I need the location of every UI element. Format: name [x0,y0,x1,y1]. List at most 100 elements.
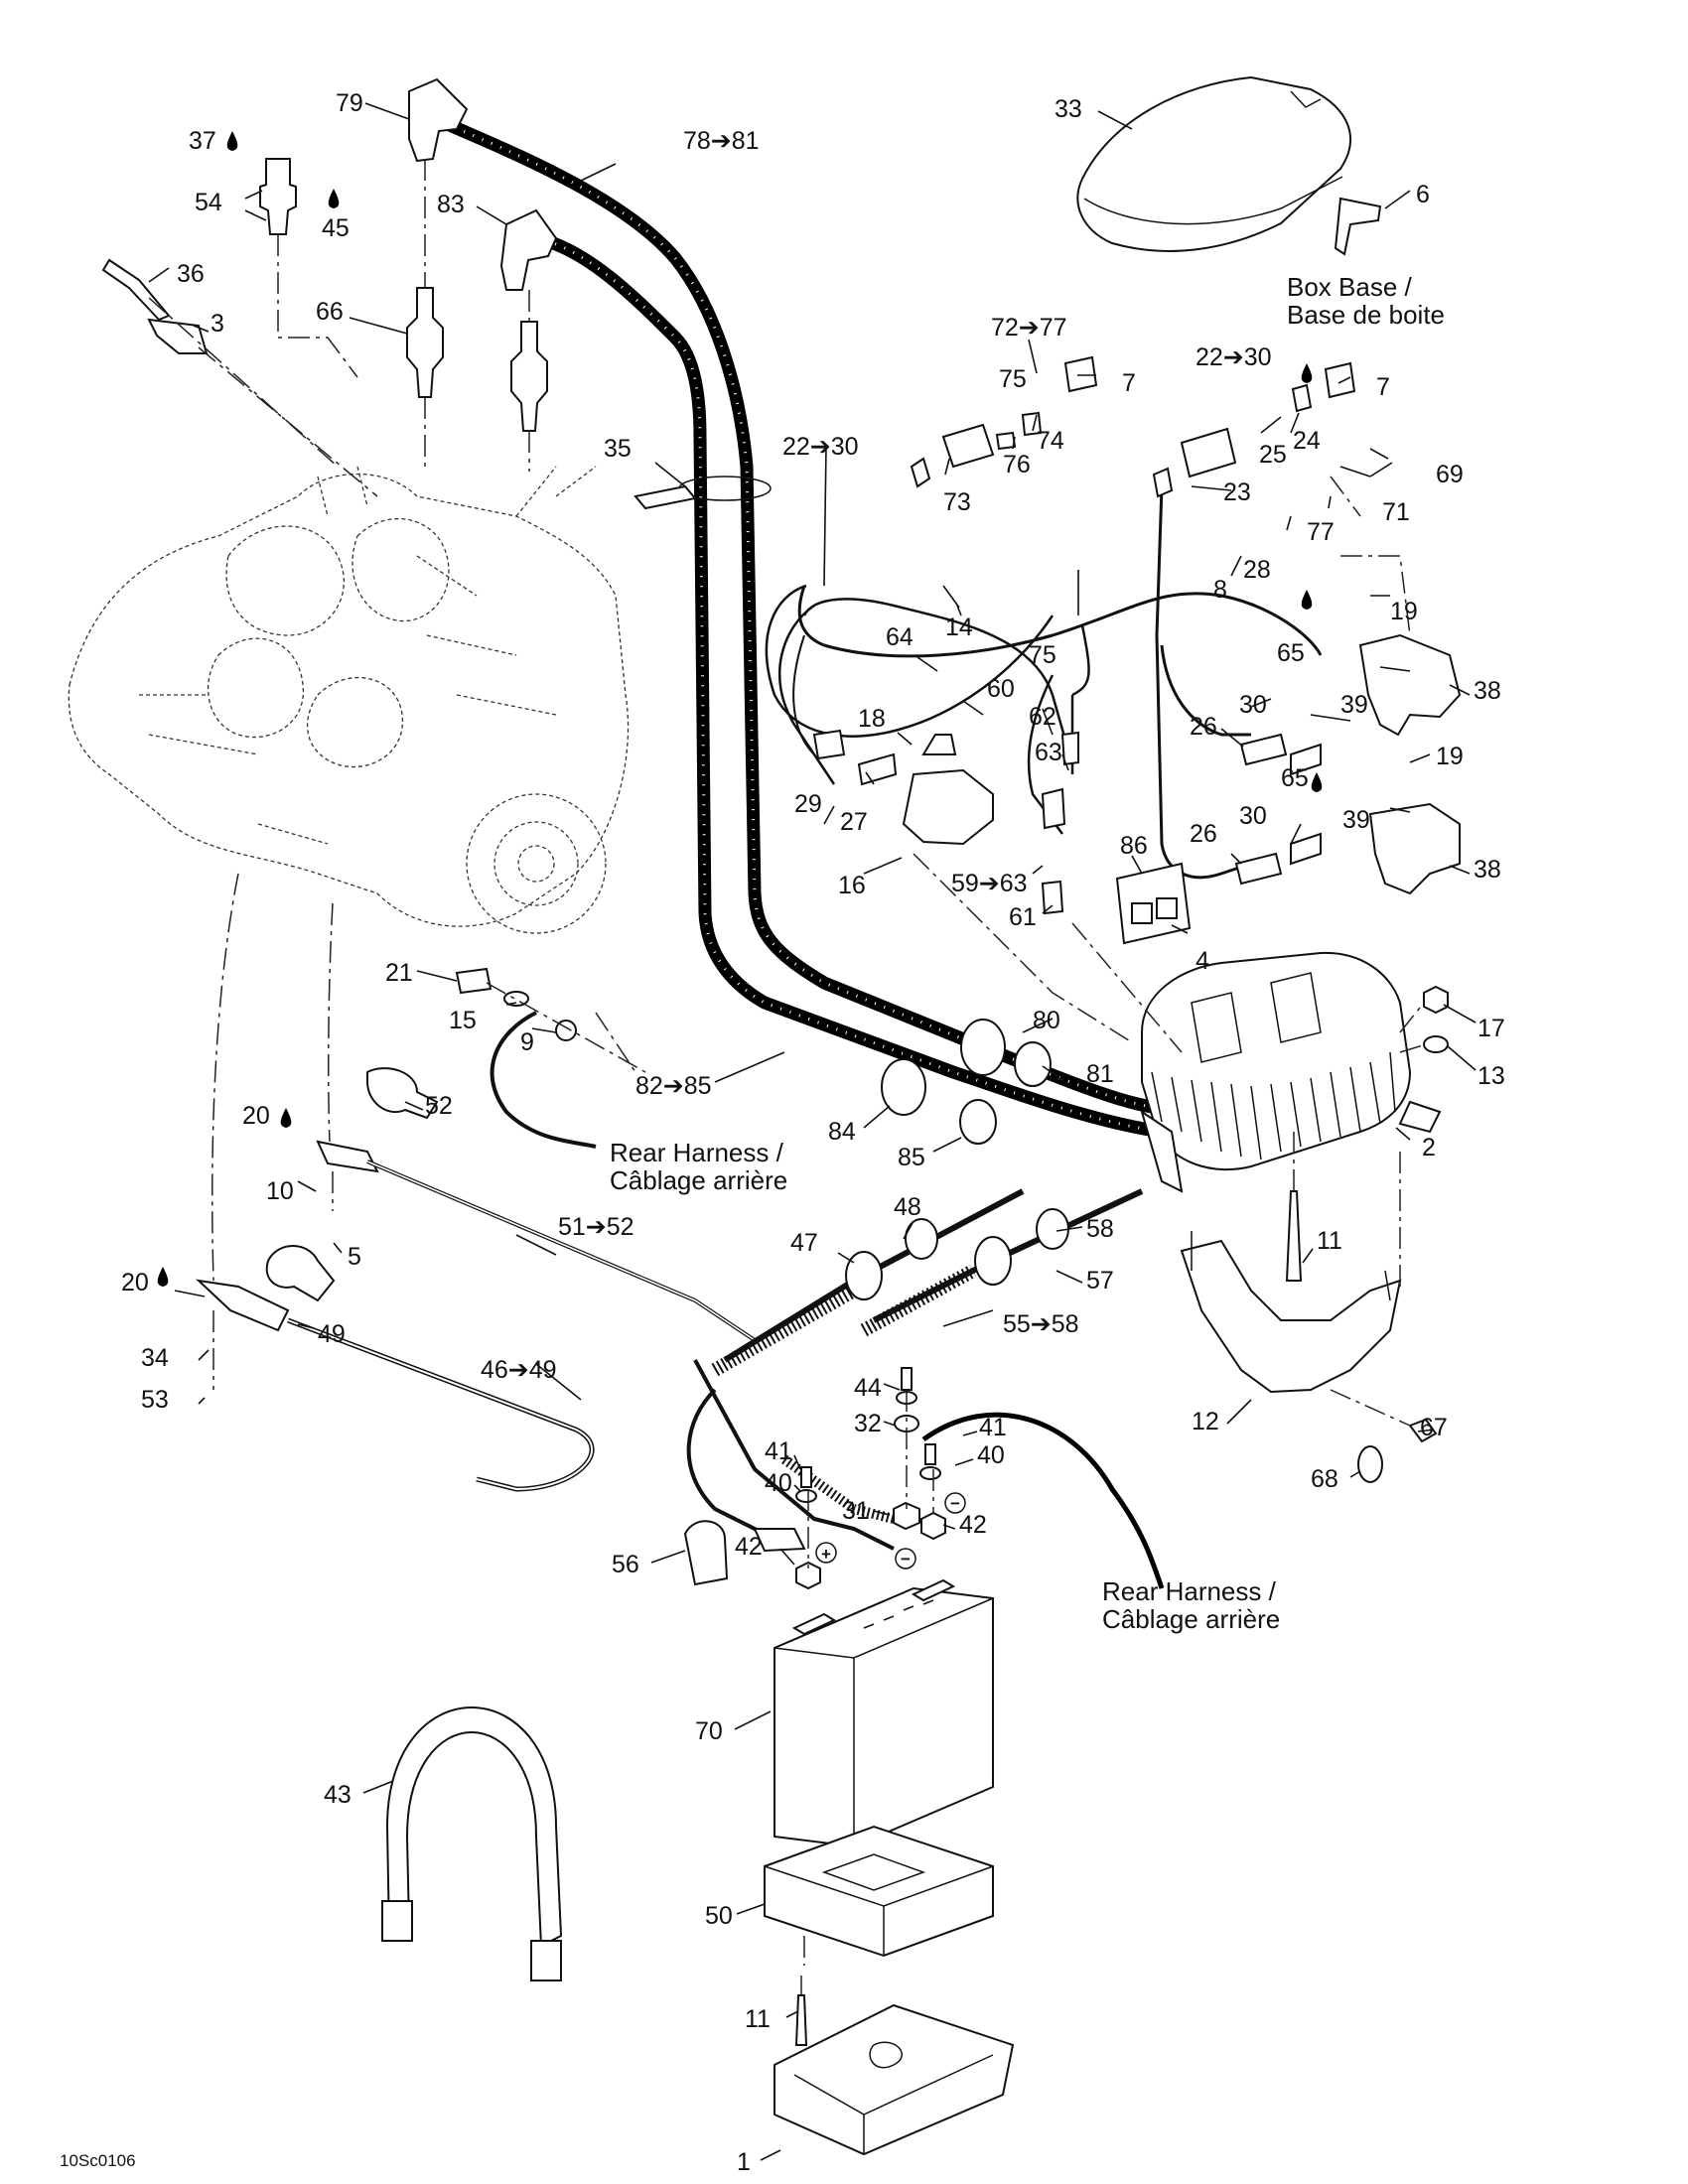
sealant-drop-icon [1311,772,1323,792]
label-48: 48 [894,1193,921,1221]
label-49: 49 [318,1320,346,1348]
label-59-63: 59➔63 [951,870,1028,897]
label-58: 58 [1086,1215,1114,1243]
label-30a: 30 [1239,691,1267,719]
label-11b: 11 [745,2005,771,2033]
label-66: 66 [316,298,344,326]
label-65a: 65 [1277,639,1305,667]
temperature-sensor [101,158,378,497]
label-26b: 26 [1190,820,1217,848]
sealant-drop-icon [226,131,238,151]
label-71: 71 [1382,498,1410,526]
label-28: 28 [1243,556,1271,584]
label-61: 61 [1009,903,1037,931]
label-19a: 19 [1390,598,1418,625]
label-19b: 19 [1436,743,1464,770]
box-base-note-line2: Base de boite [1287,300,1445,330]
label-65b: 65 [1281,764,1309,792]
label-3: 3 [211,310,224,338]
label-24: 24 [1293,427,1321,455]
label-75a: 75 [999,365,1027,393]
label-16: 16 [838,872,866,899]
label-85: 85 [898,1144,925,1171]
label-37: 37 [189,127,216,155]
label-33: 33 [1055,95,1082,123]
label-22-30b: 22➔30 [782,433,859,461]
sealant-drop-icons [157,131,1323,1287]
box-base-note-line1: Box Base / [1287,272,1413,302]
label-68: 68 [1311,1465,1338,1493]
label-27: 27 [840,808,868,836]
label-10: 10 [266,1177,294,1205]
label-32: 32 [854,1410,882,1437]
label-39a: 39 [1340,691,1368,719]
label-81: 81 [1086,1060,1114,1088]
label-1: 1 [737,2148,751,2176]
label-41b: 41 [765,1437,792,1465]
label-73: 73 [943,488,971,516]
label-7a: 7 [1122,369,1136,397]
label-47: 47 [790,1229,818,1257]
sealant-drop-icon [157,1267,169,1287]
label-40a: 40 [977,1441,1005,1469]
mounting-bracket [1180,1132,1438,1483]
wiring-harness [765,485,1323,880]
connector-group-22-30 [1152,361,1411,636]
label-25: 25 [1259,441,1287,469]
label-84: 84 [828,1118,856,1146]
label-67: 67 [1420,1414,1448,1441]
label-74: 74 [1037,427,1064,455]
label-57: 57 [1086,1267,1114,1295]
label-75b: 75 [1029,641,1056,669]
battery-strap [381,1706,563,1981]
minus-sign-b: − [901,1550,911,1569]
label-8: 8 [1213,576,1227,604]
rear-harness-note-b-line2: Câblage arrière [1102,1604,1280,1634]
label-46-49: 46➔49 [481,1356,557,1384]
label-72-77: 72➔77 [991,314,1067,341]
minus-sign-a: − [950,1494,960,1513]
label-17: 17 [1477,1015,1505,1042]
rear-harness-note-a-line2: Câblage arrière [610,1165,787,1195]
spark-plug-cables [408,77,1163,1145]
label-40b: 40 [765,1469,792,1497]
label-55-58: 55➔58 [1003,1310,1079,1338]
label-63: 63 [1035,739,1062,766]
label-13: 13 [1477,1062,1505,1090]
label-50: 50 [705,1902,733,1930]
fuses [1115,862,1192,945]
label-52: 52 [425,1092,453,1120]
label-64: 64 [886,623,914,651]
battery-tray [774,1936,1015,2156]
label-9: 9 [520,1028,534,1056]
label-21: 21 [385,959,413,987]
label-53: 53 [141,1386,169,1414]
guide-lines [211,853,1183,1390]
battery [774,1578,994,1848]
ground-cable-rear-harness [455,967,646,1149]
label-79: 79 [336,89,363,117]
label-4: 4 [1196,947,1209,975]
label-39b: 39 [1342,806,1370,834]
plus-sign: + [821,1545,831,1564]
label-41a: 41 [979,1414,1007,1441]
label-42b: 42 [735,1533,763,1561]
label-31: 31 [842,1497,870,1525]
engine-assembly [68,466,630,934]
label-2: 2 [1422,1134,1436,1161]
rear-harness-note-a-line1: Rear Harness / [610,1138,784,1167]
label-20b: 20 [121,1269,149,1297]
label-82-85: 82➔85 [635,1072,712,1100]
ignition-coils [1234,633,1462,895]
label-6: 6 [1416,181,1430,208]
label-45: 45 [322,214,350,242]
label-56: 56 [612,1551,639,1578]
connector-group-72-77 [910,355,1098,488]
label-18: 18 [858,705,886,733]
notes: Box Base / Base de boite Rear Harness / … [60,272,1445,2170]
label-77: 77 [1307,518,1335,546]
leader-lines [148,102,1477,2161]
label-36: 36 [177,260,205,288]
label-35: 35 [604,435,632,463]
label-34: 34 [141,1344,169,1372]
